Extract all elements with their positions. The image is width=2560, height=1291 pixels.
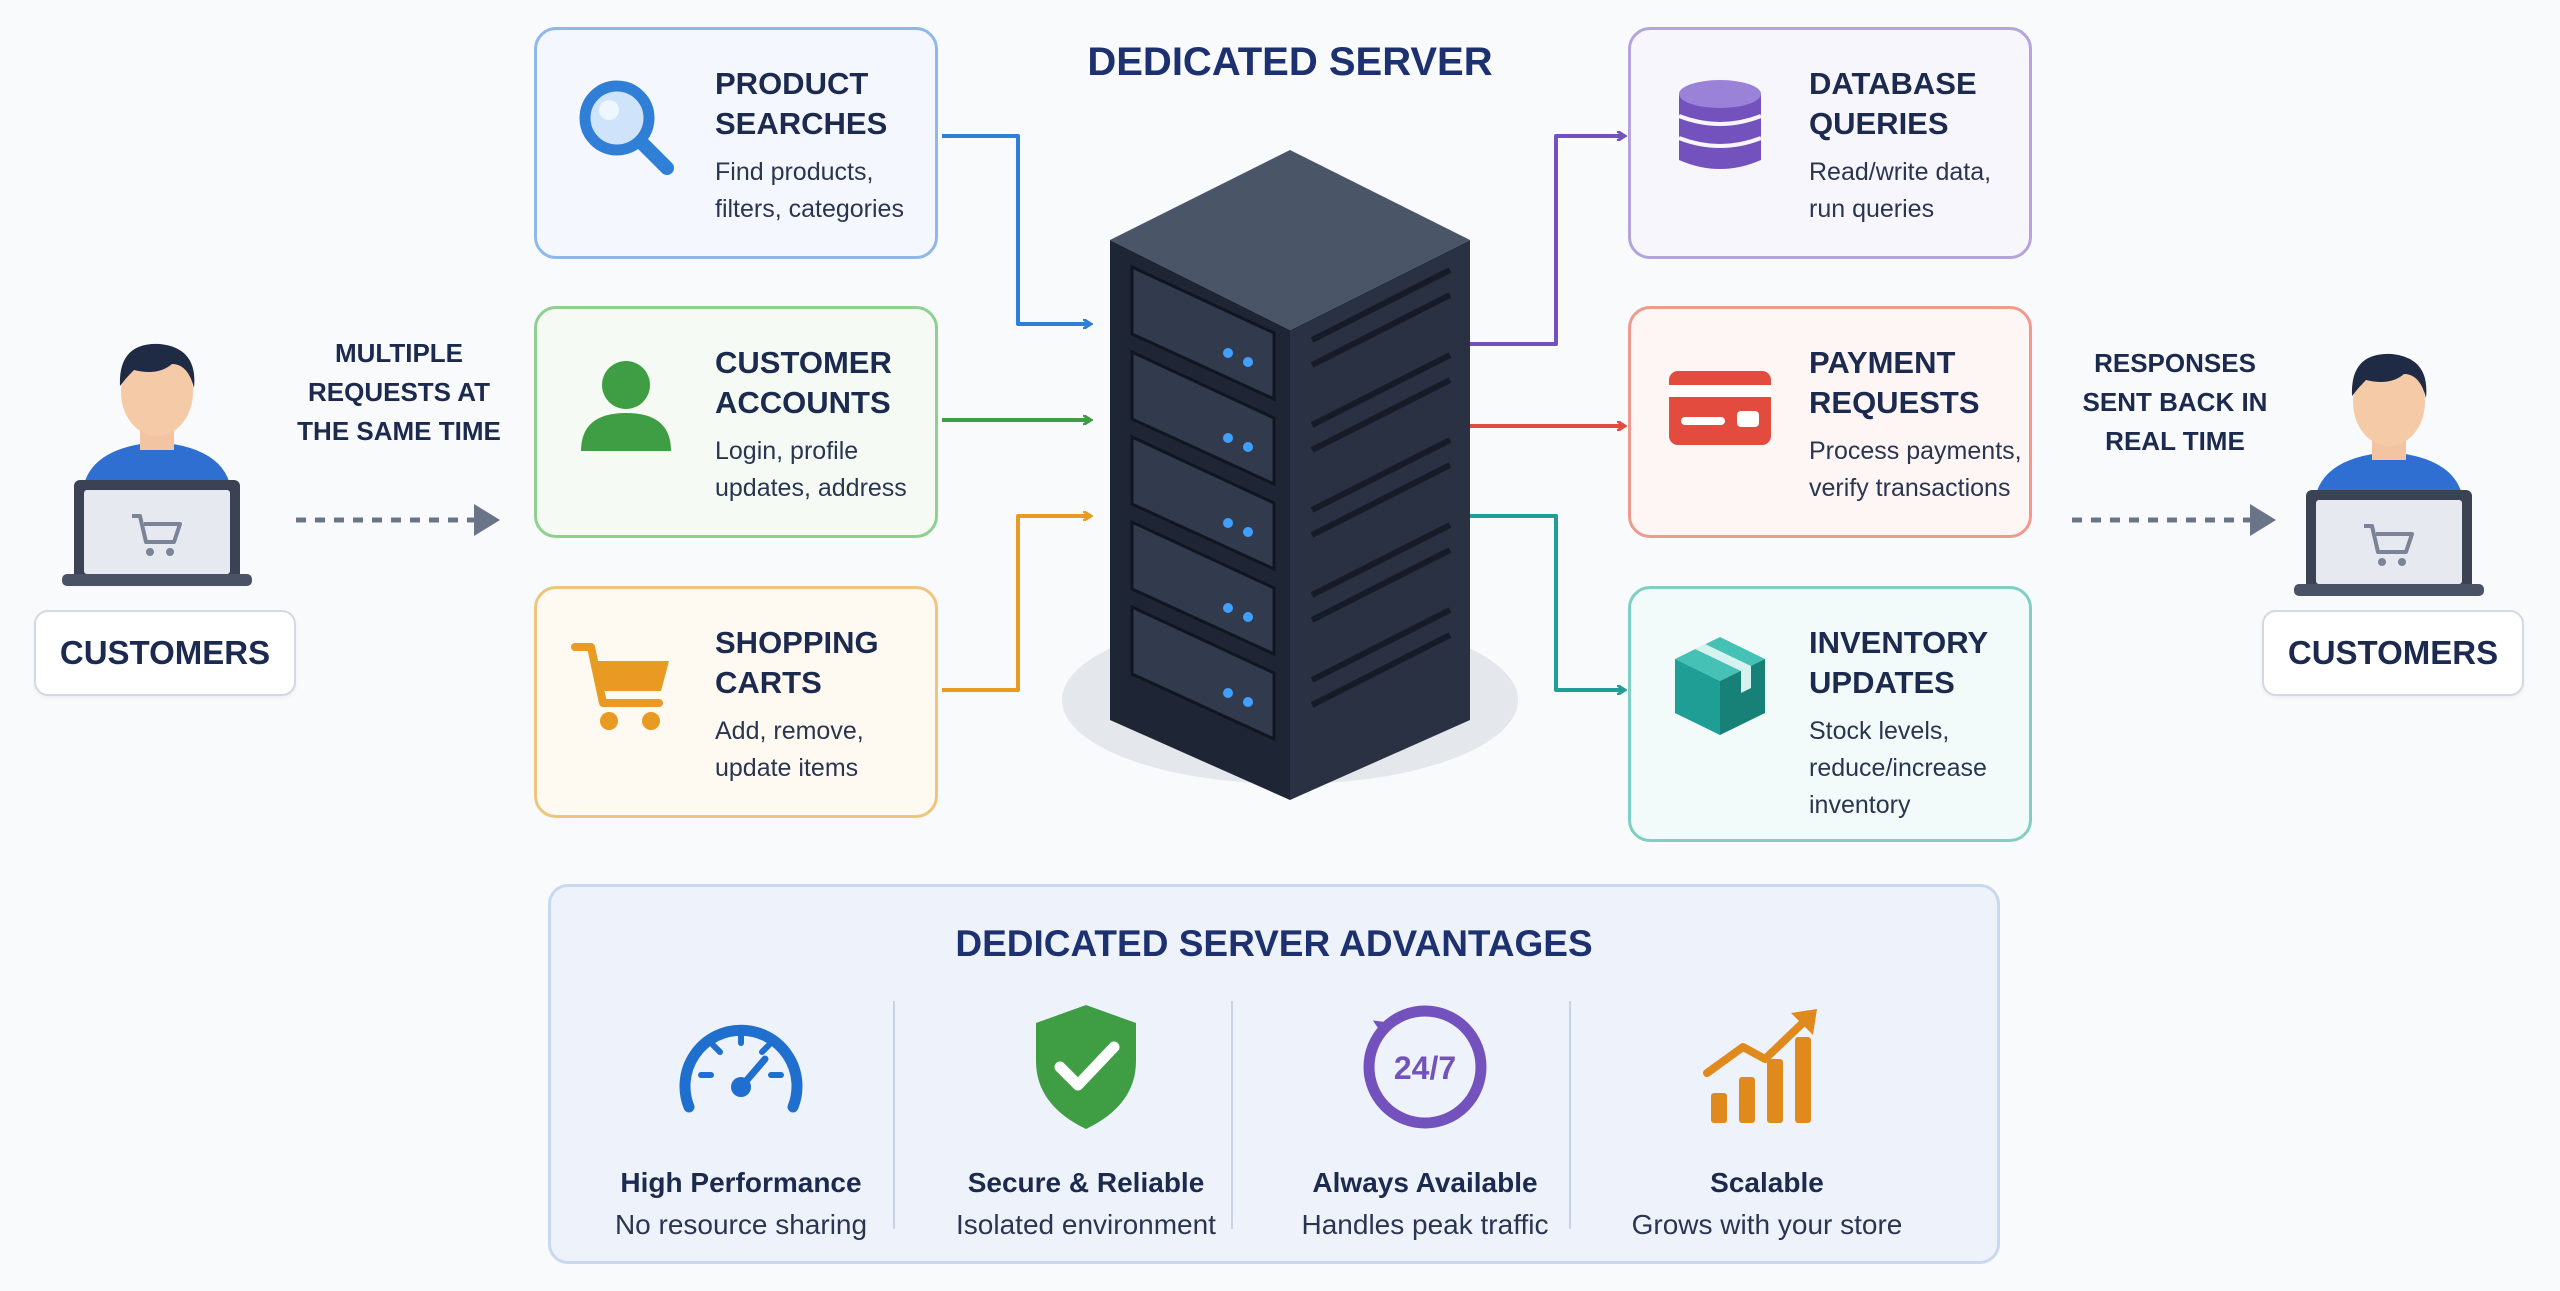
card-description: Login, profile updates, address bbox=[715, 437, 907, 502]
advantages-panel: DEDICATED SERVER ADVANTAGES High Perform… bbox=[548, 884, 2000, 1264]
advantage-desc: No resource sharing bbox=[614, 1209, 868, 1240]
database-icon bbox=[1678, 80, 1762, 169]
card-title: INVENTORY UPDATES bbox=[1809, 625, 1988, 700]
customers-left-badge: CUSTOMERS bbox=[34, 610, 296, 696]
advantage-scalable: Scalable Grows with your store bbox=[1597, 997, 1937, 1240]
advantage-name: Always Available bbox=[1312, 1167, 1538, 1198]
card-database-queries: DATABASE QUERIES Read/write data, run qu… bbox=[1628, 27, 2032, 259]
card-description: Add, remove, update items bbox=[715, 717, 864, 782]
wire-product-searches bbox=[942, 134, 1090, 324]
advantage-name: Secure & Reliable bbox=[967, 1167, 1205, 1198]
magnifier-icon bbox=[579, 80, 674, 175]
advantages-title: DEDICATED SERVER ADVANTAGES bbox=[955, 923, 1593, 964]
user-icon bbox=[581, 361, 671, 451]
requests-label: MULTIPLE REQUESTS AT THE SAME TIME bbox=[297, 338, 501, 446]
divider bbox=[1231, 1001, 1233, 1229]
customer-with-laptop-icon bbox=[62, 343, 252, 586]
advantage-secure-reliable: Secure & Reliable Isolated environment bbox=[916, 997, 1256, 1240]
card-title: CUSTOMER ACCOUNTS bbox=[715, 345, 892, 420]
dashed-arrow-left bbox=[296, 504, 500, 536]
customer-with-laptop-icon bbox=[2294, 353, 2484, 596]
shield-check-icon bbox=[1036, 1005, 1136, 1129]
wire-shopping-carts bbox=[942, 516, 1090, 692]
credit-card-icon bbox=[1669, 371, 1771, 445]
wire-database-queries bbox=[1466, 136, 1624, 346]
advantage-high-performance: High Performance No resource sharing bbox=[571, 997, 911, 1240]
divider bbox=[1569, 1001, 1571, 1229]
advantage-name: High Performance bbox=[620, 1167, 862, 1198]
advantage-name: Scalable bbox=[1710, 1167, 1824, 1198]
card-product-searches: PRODUCT SEARCHES Find products, filters,… bbox=[534, 27, 938, 259]
clock-24-7-text: 24/7 bbox=[1394, 1050, 1456, 1086]
server-rack-icon bbox=[1062, 150, 1518, 800]
card-title: DATABASE QUERIES bbox=[1809, 66, 1977, 141]
card-payment-requests: PAYMENT REQUESTS Process payments, verif… bbox=[1628, 306, 2032, 538]
card-description: Stock levels, reduce/increase inventory bbox=[1809, 717, 1987, 819]
card-customer-accounts: CUSTOMER ACCOUNTS Login, profile updates… bbox=[534, 306, 938, 538]
card-description: Process payments, verify transactions bbox=[1809, 437, 2022, 502]
package-icon bbox=[1675, 637, 1765, 735]
speedometer-icon bbox=[679, 1024, 803, 1113]
advantage-desc: Isolated environment bbox=[956, 1209, 1216, 1240]
card-inventory-updates: INVENTORY UPDATES Stock levels, reduce/i… bbox=[1628, 586, 2032, 842]
card-description: Read/write data, run queries bbox=[1809, 158, 1992, 223]
cart-icon bbox=[571, 643, 669, 730]
divider bbox=[893, 1001, 895, 1229]
card-title: PRODUCT SEARCHES bbox=[715, 66, 888, 141]
card-description: Find products, filters, categories bbox=[715, 158, 904, 223]
advantage-always-available: 24/7 Always Available Handles peak traff… bbox=[1255, 997, 1595, 1240]
card-title: SHOPPING CARTS bbox=[715, 625, 879, 700]
advantage-desc: Grows with your store bbox=[1631, 1209, 1903, 1240]
card-title: PAYMENT REQUESTS bbox=[1809, 345, 1980, 420]
responses-label: RESPONSES SENT BACK IN REAL TIME bbox=[2082, 348, 2268, 456]
growth-chart-icon bbox=[1703, 1009, 1817, 1123]
customers-right-badge: CUSTOMERS bbox=[2262, 610, 2524, 696]
card-shopping-carts: SHOPPING CARTS Add, remove, update items bbox=[534, 586, 938, 818]
wire-inventory-updates bbox=[1466, 514, 1624, 690]
advantage-desc: Handles peak traffic bbox=[1301, 1209, 1549, 1240]
clock-24-7-icon: 24/7 bbox=[1363, 1005, 1487, 1129]
dashed-arrow-right bbox=[2072, 504, 2276, 536]
page-title: DEDICATED SERVER bbox=[1087, 40, 1493, 84]
